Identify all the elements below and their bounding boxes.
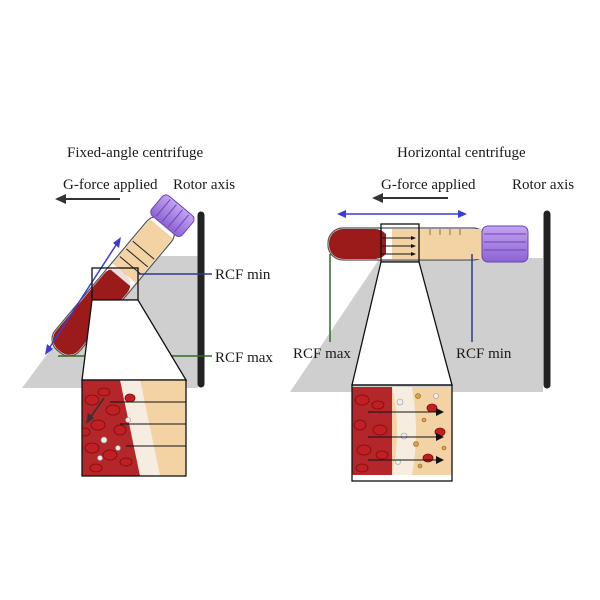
horizontal-tube-blood [329,229,389,259]
horizontal-gforce-arrow [372,193,448,203]
horizontal-tube-length-arrow [337,210,467,218]
fixed-gforce-arrow [55,194,120,204]
horizontal-rcf-max-label: RCF max [293,346,351,362]
horizontal-zoom-detail [352,387,452,475]
horizontal-title: Horizontal centrifuge [397,145,526,161]
horizontal-tube [327,225,529,263]
horizontal-rcf-min-label: RCF min [456,346,512,362]
fixed-tube-cap [150,194,195,237]
fixed-zoom-force-lines [110,401,186,447]
horizontal-platelets [413,393,447,469]
horizontal-zoom-frame [351,384,453,482]
horizontal-panel: Horizontal centrifuge G-force applied Ro… [290,145,574,482]
fixed-angle-panel: Fixed-angle centrifuge G-force applied R… [22,145,273,477]
horizontal-gforce-label: G-force applied [381,177,476,193]
fixed-gforce-label: G-force applied [63,177,158,193]
fixed-zoom-frame [81,379,187,477]
fixed-tube-length-arrow [45,237,121,355]
fixed-angle-title: Fixed-angle centrifuge [67,145,204,161]
fixed-zoom-detail [82,380,186,476]
horizontal-tube-cap [481,225,529,263]
fixed-rcf-max-label: RCF max [215,350,273,366]
fixed-white-cells [97,417,131,461]
horizontal-rotor-axis-label: Rotor axis [512,177,574,193]
fixed-red-cells [82,387,136,473]
fixed-sediment-arrow [86,397,105,424]
fixed-rcf-min-label: RCF min [215,267,271,283]
fixed-rotor-axis-label: Rotor axis [173,177,235,193]
horizontal-zoom-force-arrows [368,411,440,461]
